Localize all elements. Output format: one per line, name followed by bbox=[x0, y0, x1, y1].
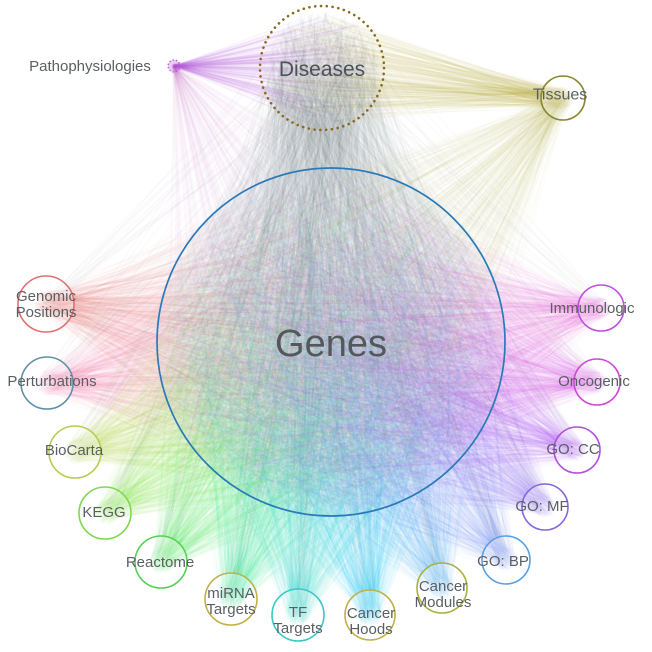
node-cancer-hoods[interactable] bbox=[344, 589, 396, 641]
node-kegg[interactable] bbox=[78, 486, 132, 540]
node-tissues[interactable] bbox=[540, 75, 586, 121]
node-perturbations[interactable] bbox=[20, 356, 74, 410]
node-go-mf[interactable] bbox=[521, 483, 569, 531]
node-biocarta[interactable] bbox=[48, 425, 102, 479]
node-go-cc[interactable] bbox=[553, 426, 601, 474]
node-tf-targets[interactable] bbox=[271, 588, 325, 642]
node-reactome[interactable] bbox=[134, 535, 188, 589]
node-diseases[interactable] bbox=[258, 4, 386, 132]
node-pathophysiologies[interactable] bbox=[167, 59, 181, 73]
node-immunologic[interactable] bbox=[577, 284, 625, 332]
node-genomic-positions[interactable] bbox=[17, 275, 75, 333]
node-mirna-targets[interactable] bbox=[204, 572, 258, 626]
node-genes[interactable] bbox=[156, 167, 506, 517]
node-go-bp[interactable] bbox=[481, 535, 531, 585]
node-oncogenic[interactable] bbox=[573, 358, 621, 406]
node-cancer-modules[interactable] bbox=[416, 562, 468, 614]
